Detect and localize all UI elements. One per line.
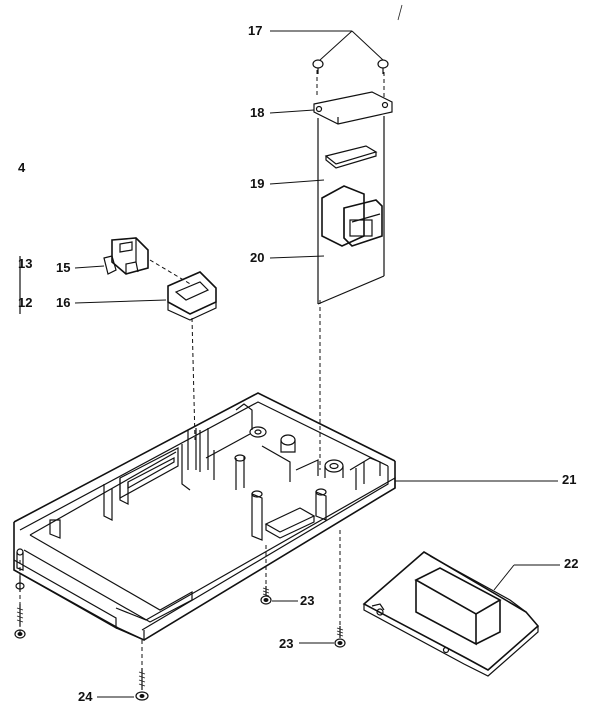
pad-19 <box>324 145 378 169</box>
screw-left-edge <box>14 576 26 639</box>
label-part-4: 4 <box>18 160 26 175</box>
stray-mark <box>397 4 403 21</box>
screw-17-left <box>312 59 324 74</box>
label-part-22: 22 <box>564 556 578 571</box>
transformer-20 <box>321 185 383 247</box>
screw-17-right <box>377 59 389 74</box>
label-part-23-lower: 23 <box>279 636 293 651</box>
screw-24 <box>135 668 149 701</box>
label-part-12: 12 <box>18 295 32 310</box>
label-part-19: 19 <box>250 176 264 191</box>
label-part-17: 17 <box>248 23 262 38</box>
leader-lines <box>74 30 560 698</box>
bracket-18 <box>313 91 393 125</box>
screw-23-upper <box>260 586 272 605</box>
label-part-15: 15 <box>56 260 70 275</box>
label-part-20: 20 <box>250 250 264 265</box>
label-part-16: 16 <box>56 295 70 310</box>
clip-16 <box>167 271 217 321</box>
label-part-21: 21 <box>562 472 576 487</box>
label-part-18: 18 <box>250 105 264 120</box>
battery-cover-22 <box>362 551 540 677</box>
connector-15 <box>103 237 149 275</box>
label-part-24: 24 <box>78 689 93 704</box>
circuit-board-panel <box>317 116 385 305</box>
screw-23-lower <box>334 626 346 648</box>
label-part-13: 13 <box>18 256 32 271</box>
label-part-23-upper: 23 <box>300 593 314 608</box>
base-housing-21 <box>13 392 396 641</box>
